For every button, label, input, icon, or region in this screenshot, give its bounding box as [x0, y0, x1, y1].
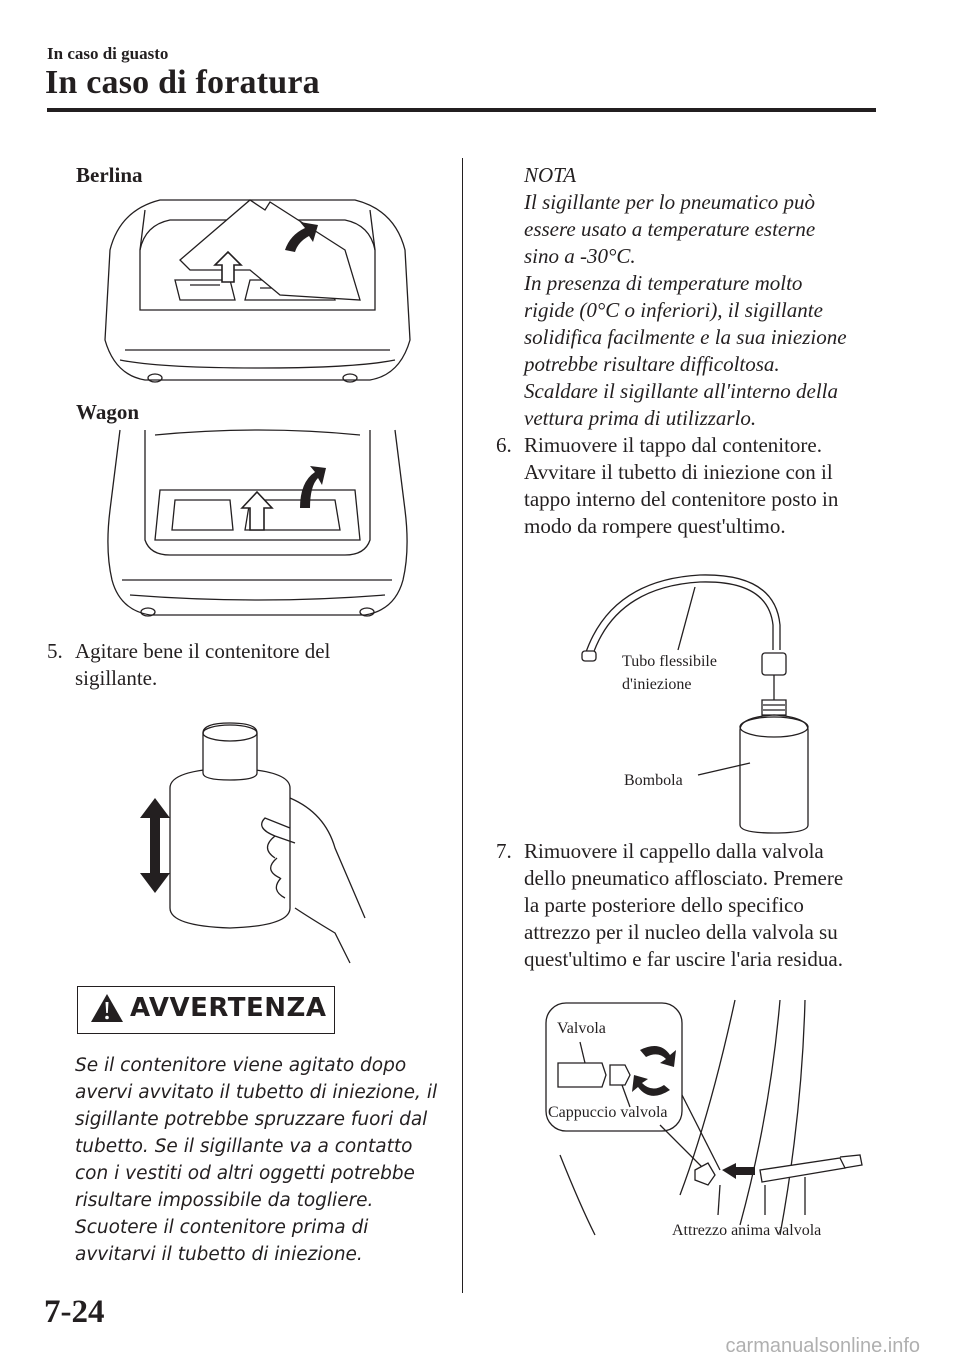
step-7-line: dello pneumatico afflosciato. Premere — [524, 866, 844, 890]
step-7-line: quest'ultimo e far uscire l'aria residua… — [524, 947, 843, 971]
valve-illustration — [545, 999, 863, 1236]
wagon-label: Wagon — [76, 400, 140, 424]
warning-box — [77, 986, 335, 1034]
wagon-trunk-illustration — [107, 429, 408, 617]
step-5-line-1: Agitare bene il contenitore del — [75, 639, 331, 663]
warning-text: Se il contenitore viene agitato dopo ave… — [75, 1052, 445, 1268]
warning-line: Se il contenitore viene agitato dopo — [75, 1055, 407, 1076]
page-number: 7-24 — [44, 1294, 105, 1330]
step-5-number: 5. — [47, 639, 63, 663]
note-line: vettura prima di utilizzarlo. — [524, 406, 757, 430]
step-7-line: Rimuovere il cappello dalla valvola — [524, 839, 824, 863]
warning-title: AVVERTENZA — [130, 993, 327, 1023]
warning-triangle-icon — [91, 994, 123, 1022]
note-line: In presenza di temperature molto — [524, 271, 803, 295]
title-rule — [47, 108, 876, 112]
valve-cap-label: Cappuccio valvola — [548, 1104, 668, 1121]
note-title: NOTA — [524, 163, 577, 187]
watermark: carmanualsonline.info — [725, 1335, 920, 1357]
warning-line: avervi avvitato il tubetto di iniezione,… — [75, 1082, 438, 1103]
warning-line: avvitarvi il tubetto di iniezione. — [75, 1244, 363, 1265]
warning-line: tubetto. Se il sigillante va a contatto — [75, 1136, 413, 1157]
note-line: solidifica facilmente e la sua iniezione — [524, 325, 847, 349]
column-divider — [462, 158, 463, 1293]
note-line: Il sigillante per lo pneumatico può — [524, 190, 816, 214]
step-6-number: 6. — [496, 433, 512, 457]
warning-line: sigillante potrebbe spruzzare fuori dal — [75, 1109, 428, 1130]
section-label: In caso di guasto — [47, 44, 169, 63]
warning-line: con i vestiti od altri oggetti potrebbe — [75, 1163, 415, 1184]
step-6: 6. Rimuovere il tappo dal contenitore. A… — [496, 432, 896, 540]
note-block: NOTA Il sigillante per lo pneumatico può… — [524, 162, 884, 432]
note-line: essere usato a temperature esterne — [524, 217, 816, 241]
step-6-line: Rimuovere il tappo dal contenitore. — [524, 433, 822, 457]
berlina-trunk-illustration — [104, 199, 411, 383]
step-7-line: la parte posteriore dello specifico — [524, 893, 804, 917]
note-line: Scaldare il sigillante all'interno della — [524, 379, 839, 403]
step-5-line-2: sigillante. — [75, 666, 158, 690]
bottle-hose-illustration — [581, 574, 809, 834]
step-7-line: attrezzo per il nucleo della valvola su — [524, 920, 838, 944]
bottle-label: Bombola — [624, 772, 683, 789]
note-line: rigide (0°C o inferiori), il sigillante — [524, 298, 823, 322]
note-line: potrebbe risultare difficoltosa. — [524, 352, 780, 376]
valve-tool-label: Attrezzo anima valvola — [672, 1222, 822, 1239]
hose-label-2: d'iniezione — [622, 676, 692, 693]
step-7-number: 7. — [496, 839, 512, 863]
step-6-line: tappo interno del contenitore posto in — [524, 487, 839, 511]
warning-line: risultare impossibile da togliere. — [75, 1190, 374, 1211]
page-title: In caso di foratura — [45, 64, 320, 101]
warning-line: Scuotere il contenitore prima di — [75, 1217, 369, 1238]
hose-label-1: Tubo flessibile — [622, 653, 717, 670]
berlina-label: Berlina — [76, 163, 143, 187]
valve-label: Valvola — [557, 1020, 606, 1037]
step-5: 5. Agitare bene il contenitore del sigil… — [47, 638, 447, 692]
step-6-line: Avvitare il tubetto di iniezione con il — [524, 460, 833, 484]
shaking-bottle-illustration — [140, 722, 366, 964]
note-line: sino a -30°C. — [524, 244, 636, 268]
step-7: 7. Rimuovere il cappello dalla valvola d… — [496, 838, 896, 973]
step-6-line: modo da rompere quest'ultimo. — [524, 514, 786, 538]
